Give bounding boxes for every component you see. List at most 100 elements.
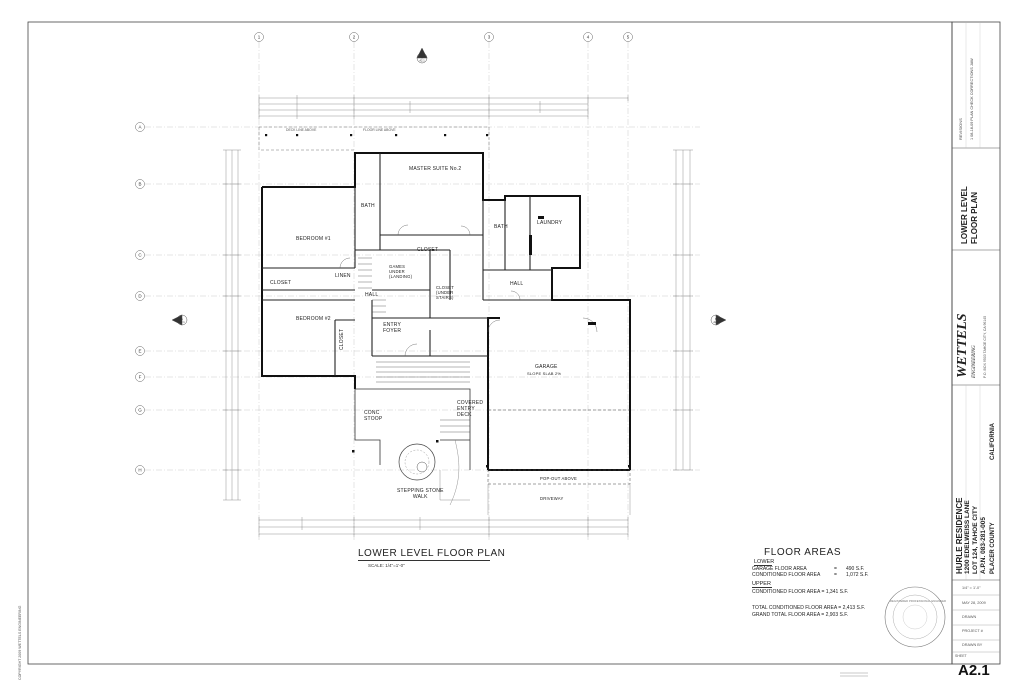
- room-closet-main: CLOSET: [417, 247, 439, 253]
- grid-row-d: D: [138, 294, 142, 299]
- room-linen: LINEN: [335, 273, 351, 279]
- lower-conditioned-area-value: 1,072 S.F.: [846, 572, 869, 578]
- garage-floor-area-eq: =: [834, 566, 837, 572]
- tb-project-field: PROJECT #: [962, 629, 983, 633]
- floor-areas-upper-heading: UPPER: [752, 581, 771, 587]
- room-bath-1: BATH: [361, 203, 375, 209]
- tb-scale-field: 1/4" = 1'-0": [962, 586, 981, 590]
- grid-bubbles: [135, 32, 633, 475]
- copyright-note: COPYRIGHT 2009 WETTELS ENGINEERING: [18, 605, 22, 680]
- section-markers: [171, 47, 727, 473]
- room-conc-stoop: CONC STOOP: [364, 410, 383, 422]
- section-a-top-sheet: A2.1: [419, 59, 425, 63]
- driveway-lines: [487, 484, 631, 515]
- section-a-left: A: [181, 317, 183, 321]
- grid-row-b: B: [138, 182, 141, 187]
- floor-line-above-label: FLOOR LINE ABOVE: [363, 128, 396, 132]
- room-hall-2: HALL: [510, 281, 524, 287]
- tb-revisions-label: REVISIONS: [958, 118, 963, 140]
- tb-state: CALIFORNIA: [990, 423, 996, 460]
- deck-line-above-label: DECK LINE ABOVE: [286, 128, 317, 132]
- room-entry-foyer: ENTRY FOYER: [383, 322, 402, 334]
- room-hall-1: HALL: [365, 292, 379, 298]
- grid-row-g: G: [138, 408, 142, 413]
- floor-areas-lower-heading: LOWER: [754, 559, 775, 565]
- entry-deck: [354, 388, 471, 470]
- tb-firm-sub: ENGINEERING: [972, 345, 977, 378]
- floor-areas-title: FLOOR AREAS: [764, 547, 842, 558]
- garage-floor-area-value: 490 S.F.: [846, 566, 865, 572]
- total-conditioned-area: TOTAL CONDITIONED FLOOR AREA = 2,413 S.F…: [752, 605, 866, 611]
- lower-conditioned-area-eq: =: [834, 572, 837, 578]
- tb-sheet-title-1: LOWER LEVEL: [960, 186, 969, 244]
- tb-date-field: MAY 28, 2009: [962, 601, 986, 605]
- grid-col-4: 4: [587, 35, 590, 40]
- room-closet-under-stairs: CLOSET (UNDER STAIRS): [436, 285, 454, 300]
- grid-row-f: F: [139, 375, 142, 380]
- tb-sheet-title-2: FLOOR PLAN: [970, 192, 979, 244]
- garage-floor-area-label: GARAGE FLOOR AREA: [752, 566, 807, 572]
- grid-col-5: 5: [627, 35, 630, 40]
- grid-col-1: 1: [258, 35, 261, 40]
- tb-firm-address: P.O. BOX 9503 TAHOE CITY, CA 96145: [983, 315, 987, 378]
- tb-apn: A.P.N. 083-281-005: [980, 517, 987, 574]
- lower-heading-underline: [754, 565, 772, 566]
- tb-county: PLACER COUNTY: [990, 522, 996, 574]
- interior-walls: [262, 153, 552, 376]
- sheet-border: [27, 21, 953, 665]
- upper-heading-underline: [752, 587, 772, 588]
- grid-row-c: C: [138, 253, 142, 258]
- pop-out-label: POP-OUT ABOVE: [540, 476, 577, 481]
- grand-total-area: GRAND TOTAL FLOOR AREA = 2,903 S.F.: [752, 612, 849, 618]
- room-bath-2: BATH: [494, 224, 508, 230]
- plan-title-underline: [358, 560, 490, 561]
- dimension-ticks: [223, 95, 693, 537]
- grid-col-2: 2: [353, 35, 356, 40]
- section-b-right: B: [715, 317, 717, 321]
- garage-slope-note: SLOPE SLAB 2%: [527, 371, 562, 376]
- stairs: [358, 257, 470, 433]
- room-closet-small: CLOSET: [339, 328, 345, 350]
- grid-row-e: E: [138, 349, 141, 354]
- tb-sheet-label: SHEET: [955, 654, 967, 658]
- grid-row-a: A: [138, 125, 141, 130]
- exterior-walls: [261, 152, 631, 471]
- deck-line-above: [258, 126, 490, 151]
- room-garage: GARAGE: [535, 364, 558, 370]
- lower-conditioned-area-label: CONDITIONED FLOOR AREA: [752, 572, 821, 578]
- tb-drawn-by: DRAWN BY: [962, 643, 983, 647]
- section-b-right-sheet: A2.1: [713, 320, 719, 324]
- room-bedroom-1: BEDROOM #1: [296, 236, 331, 242]
- grid-row-h: H: [138, 468, 141, 473]
- room-games: GAMES UNDER (LANDING): [389, 264, 413, 279]
- room-covered-deck: COVERED ENTRY DECK: [457, 400, 484, 418]
- room-driveway: DRIVEWAY: [540, 496, 564, 501]
- stepping-stone-walk: [439, 439, 470, 506]
- upper-conditioned-area: CONDITIONED FLOOR AREA = 1,341 S.F.: [752, 589, 849, 595]
- room-laundry: LAUNDRY: [537, 220, 563, 226]
- posts: [265, 134, 631, 468]
- plan-title: LOWER LEVEL FLOOR PLAN: [358, 548, 506, 559]
- tb-drawn-field: DRAWN: [962, 615, 977, 619]
- engineer-stamp-text: REGISTERED PROFESSIONAL ENGINEER: [890, 599, 947, 603]
- north-arrow-bottom: [840, 672, 868, 677]
- stepping-stone-ring: [398, 443, 436, 481]
- tb-sheet-number: A2.1: [958, 662, 990, 679]
- room-master-suite: MASTER SUITE No.2: [409, 166, 462, 172]
- tb-address: 1200 EDELWEISS LANE: [964, 500, 971, 574]
- tb-project-name: HURLE RESIDENCE: [955, 497, 964, 574]
- title-block-frame: [951, 21, 1001, 665]
- dimension-lines: [225, 97, 691, 535]
- tb-firm-logo: WETTELS: [955, 313, 970, 378]
- plan-scale: SCALE: 1/4"=1'-0": [368, 563, 405, 568]
- pop-out-above: [487, 409, 631, 485]
- room-bedroom-2: BEDROOM #2: [296, 316, 331, 322]
- section-a-left-sheet: A2.1: [179, 320, 185, 324]
- tb-revision-row: 1 08-18-09 PLAN CHECK CORRECTIONS JAW: [970, 58, 974, 140]
- grid-col-3: 3: [488, 35, 491, 40]
- room-closet-left: CLOSET: [270, 280, 292, 286]
- engineer-stamp: [884, 586, 946, 648]
- room-stepping-stone-walk: STEPPING STONE WALK: [397, 488, 444, 500]
